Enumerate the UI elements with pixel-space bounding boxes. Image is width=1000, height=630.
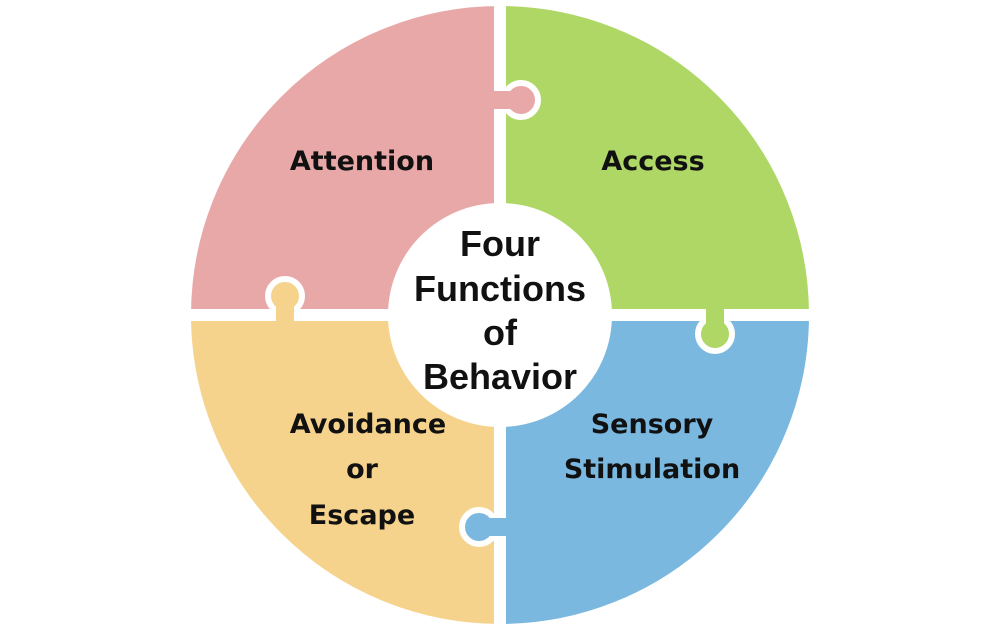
knob-avoidance [265,276,305,322]
center-title-line: Functions [414,268,586,309]
label-avoidance: Escape [309,500,415,531]
center-title-line: Behavior [423,356,577,397]
center-title-line: Four [460,223,540,264]
label-access: Access [601,146,704,177]
label-sensory: Stimulation [564,454,740,485]
label-avoidance: Avoidance [290,409,446,440]
label-sensory: Sensory [591,409,714,440]
knob-attention [494,80,541,120]
label-avoidance: or [346,454,379,485]
center-circle [388,203,612,427]
knob-access [695,308,735,354]
center-title-line: of [483,312,518,353]
knob-sensory [459,507,506,547]
label-attention: Attention [290,146,434,177]
